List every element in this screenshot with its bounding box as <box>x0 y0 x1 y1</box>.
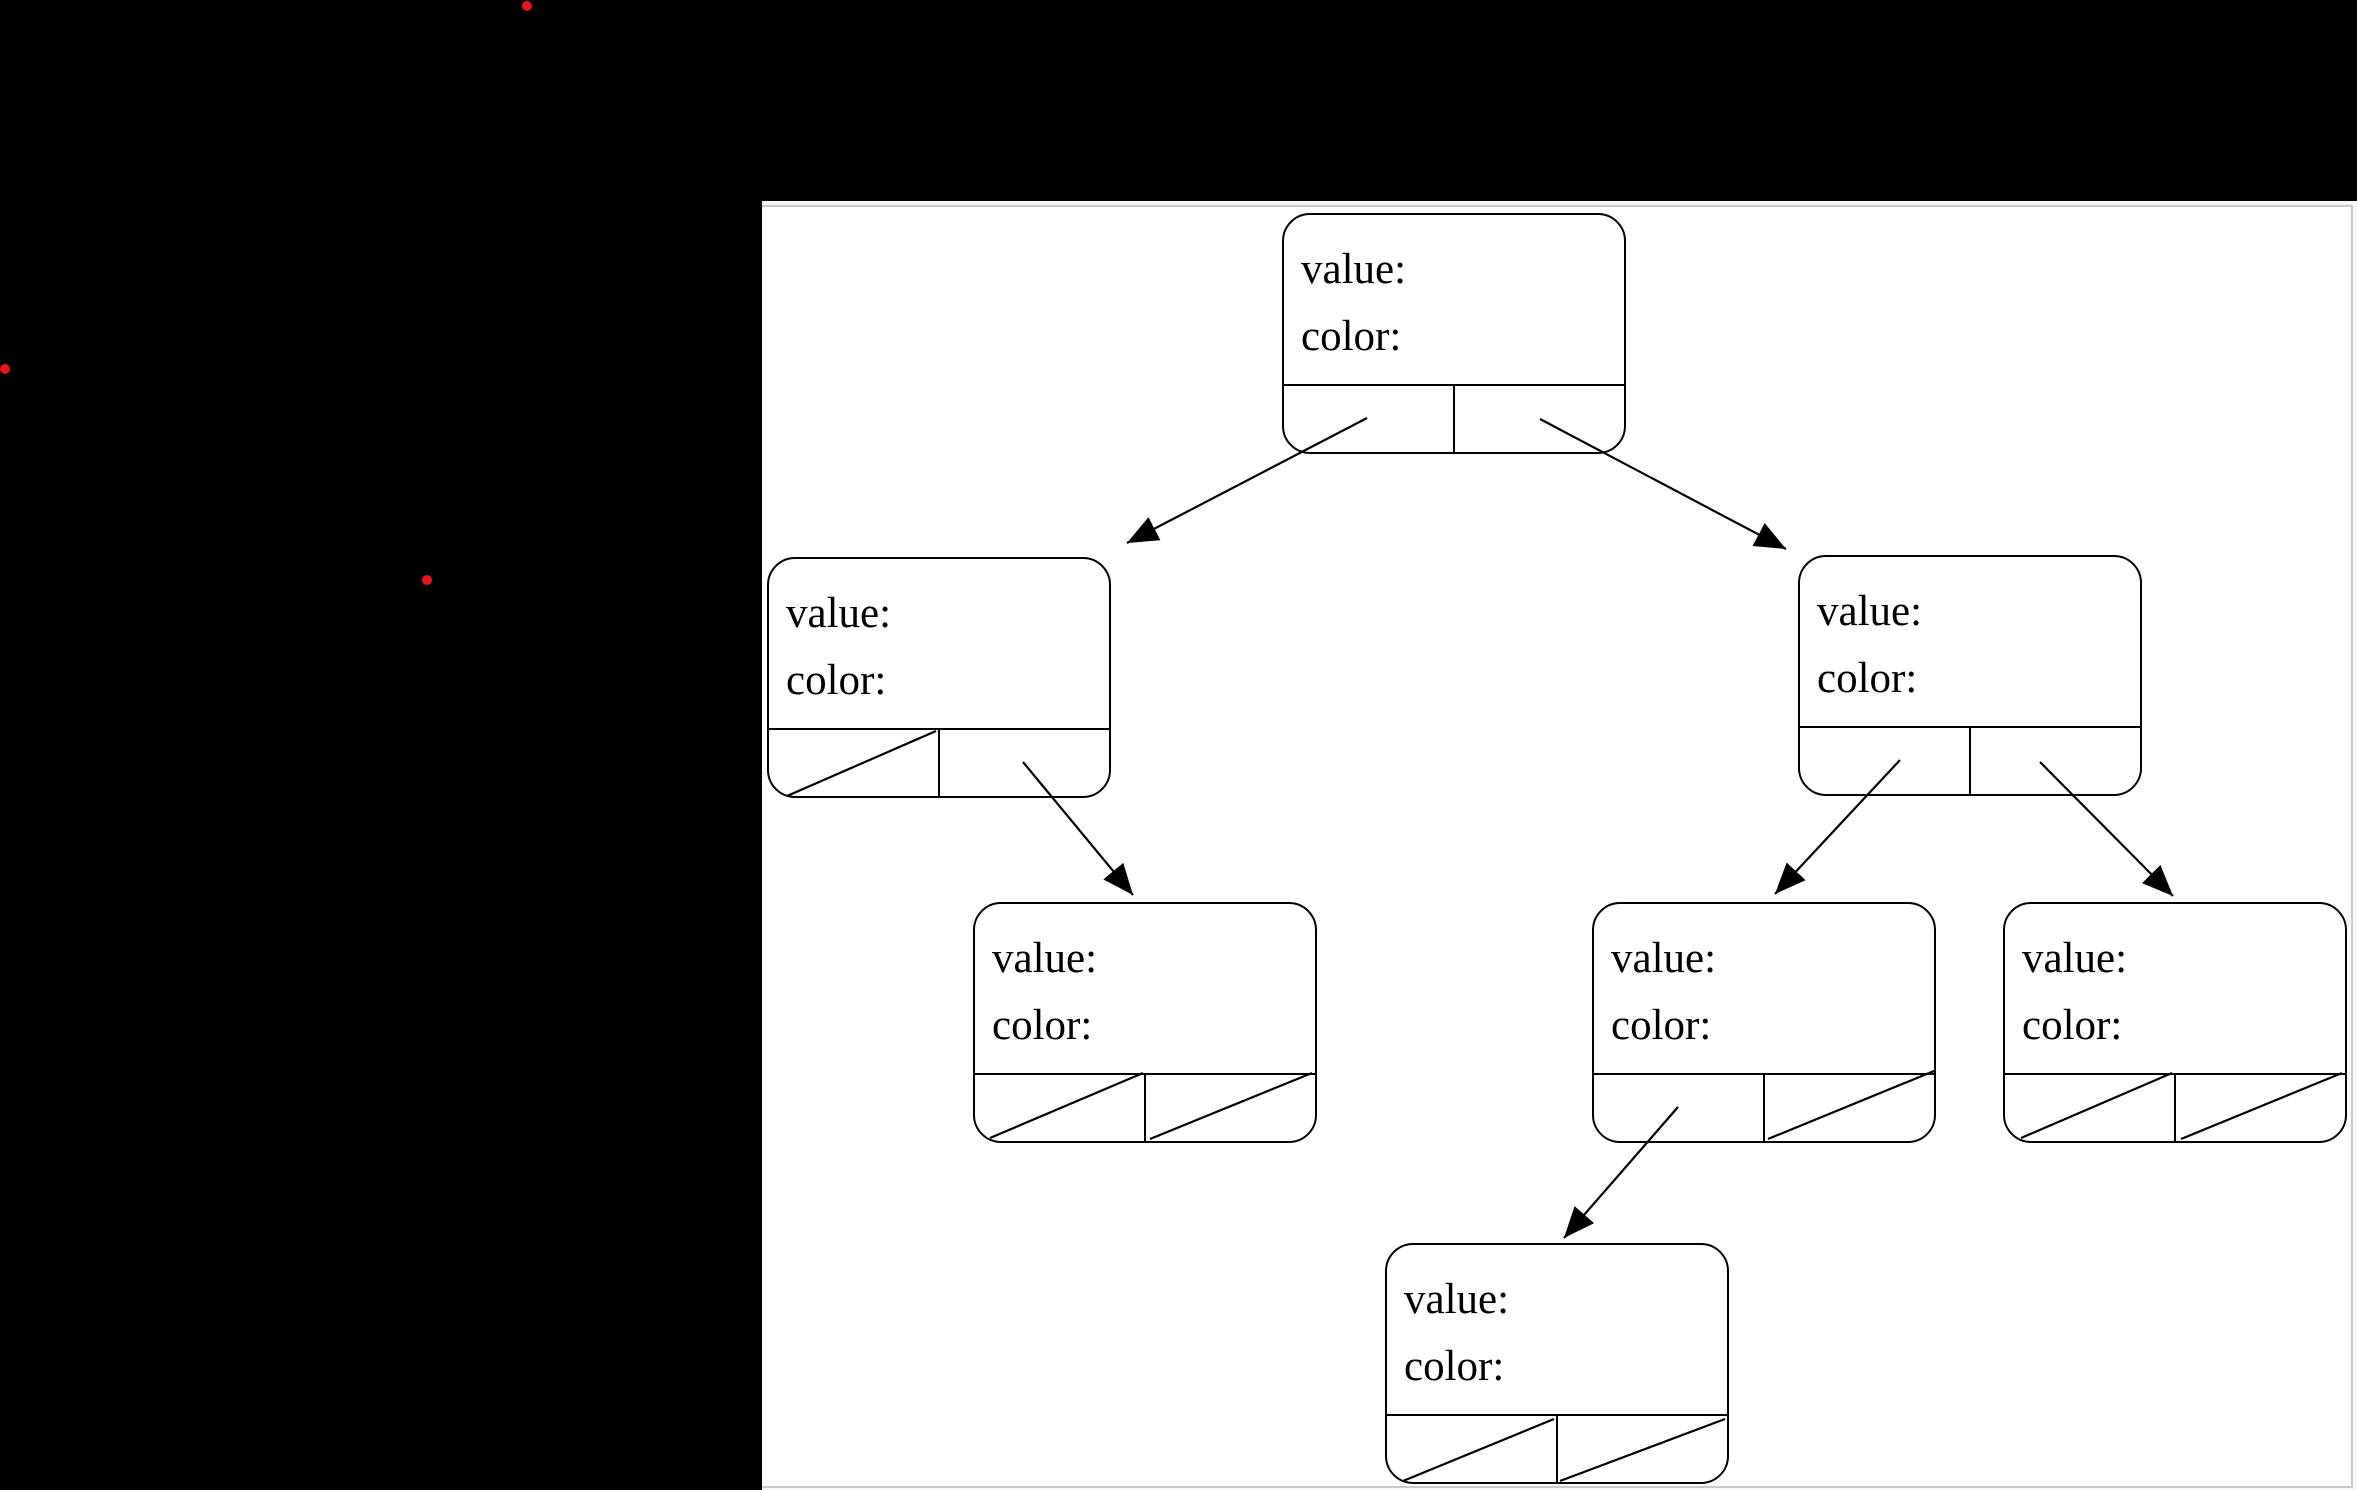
left-pointer-cell <box>1800 728 1969 794</box>
right-pointer-cell <box>938 730 1109 796</box>
node-fields: value: color: <box>1594 904 1934 1073</box>
value-label: value: <box>992 935 1098 982</box>
color-label: color: <box>2022 1002 2123 1049</box>
left-pointer-cell <box>975 1075 1144 1141</box>
color-label: color: <box>786 657 887 704</box>
left-pointer-cell <box>2005 1075 2174 1141</box>
node-fields: value: color: <box>2005 904 2345 1073</box>
node-fields: value: color: <box>1387 1245 1727 1414</box>
pointer-cells <box>769 728 1109 796</box>
node-fields: value: color: <box>975 904 1315 1073</box>
color-label: color: <box>1611 1002 1712 1049</box>
left-pointer-cell <box>1387 1416 1556 1482</box>
node-fields: value: color: <box>1800 557 2140 726</box>
right-pointer-cell <box>2174 1075 2345 1141</box>
node-fields: value: color: <box>769 559 1109 728</box>
red-dot <box>522 1 532 11</box>
right-pointer-cell <box>1453 386 1624 452</box>
left-pointer-cell <box>1284 386 1453 452</box>
tree-node-right-child: value: color: <box>1798 555 2142 796</box>
right-pointer-cell <box>1763 1075 1934 1141</box>
pointer-cells <box>2005 1073 2345 1141</box>
right-pointer-cell <box>1969 728 2140 794</box>
tree-node-root: value: color: <box>1282 213 1626 454</box>
tree-node-left-right-grandchild: value: color: <box>973 902 1317 1143</box>
node-fields: value: color: <box>1284 215 1624 384</box>
color-label: color: <box>1404 1343 1505 1390</box>
color-label: color: <box>992 1002 1093 1049</box>
red-dot <box>422 575 432 585</box>
value-label: value: <box>1404 1276 1510 1323</box>
right-pointer-cell <box>1556 1416 1727 1482</box>
pointer-cells <box>975 1073 1315 1141</box>
pointer-cells <box>1387 1414 1727 1482</box>
value-label: value: <box>1301 246 1407 293</box>
tree-node-right-left-grandchild: value: color: <box>1592 902 1936 1143</box>
left-pointer-cell <box>769 730 938 796</box>
color-label: color: <box>1817 655 1918 702</box>
value-label: value: <box>1817 588 1923 635</box>
value-label: value: <box>786 590 892 637</box>
pointer-cells <box>1284 384 1624 452</box>
value-label: value: <box>1611 935 1717 982</box>
value-label: value: <box>2022 935 2128 982</box>
tree-node-left-child: value: color: <box>767 557 1111 798</box>
left-pointer-cell <box>1594 1075 1763 1141</box>
pointer-cells <box>1800 726 2140 794</box>
tree-node-bottom: value: color: <box>1385 1243 1729 1484</box>
color-label: color: <box>1301 313 1402 360</box>
tree-node-right-right-grandchild: value: color: <box>2003 902 2347 1143</box>
pointer-cells <box>1594 1073 1934 1141</box>
red-dot <box>0 364 10 374</box>
right-pointer-cell <box>1144 1075 1315 1141</box>
